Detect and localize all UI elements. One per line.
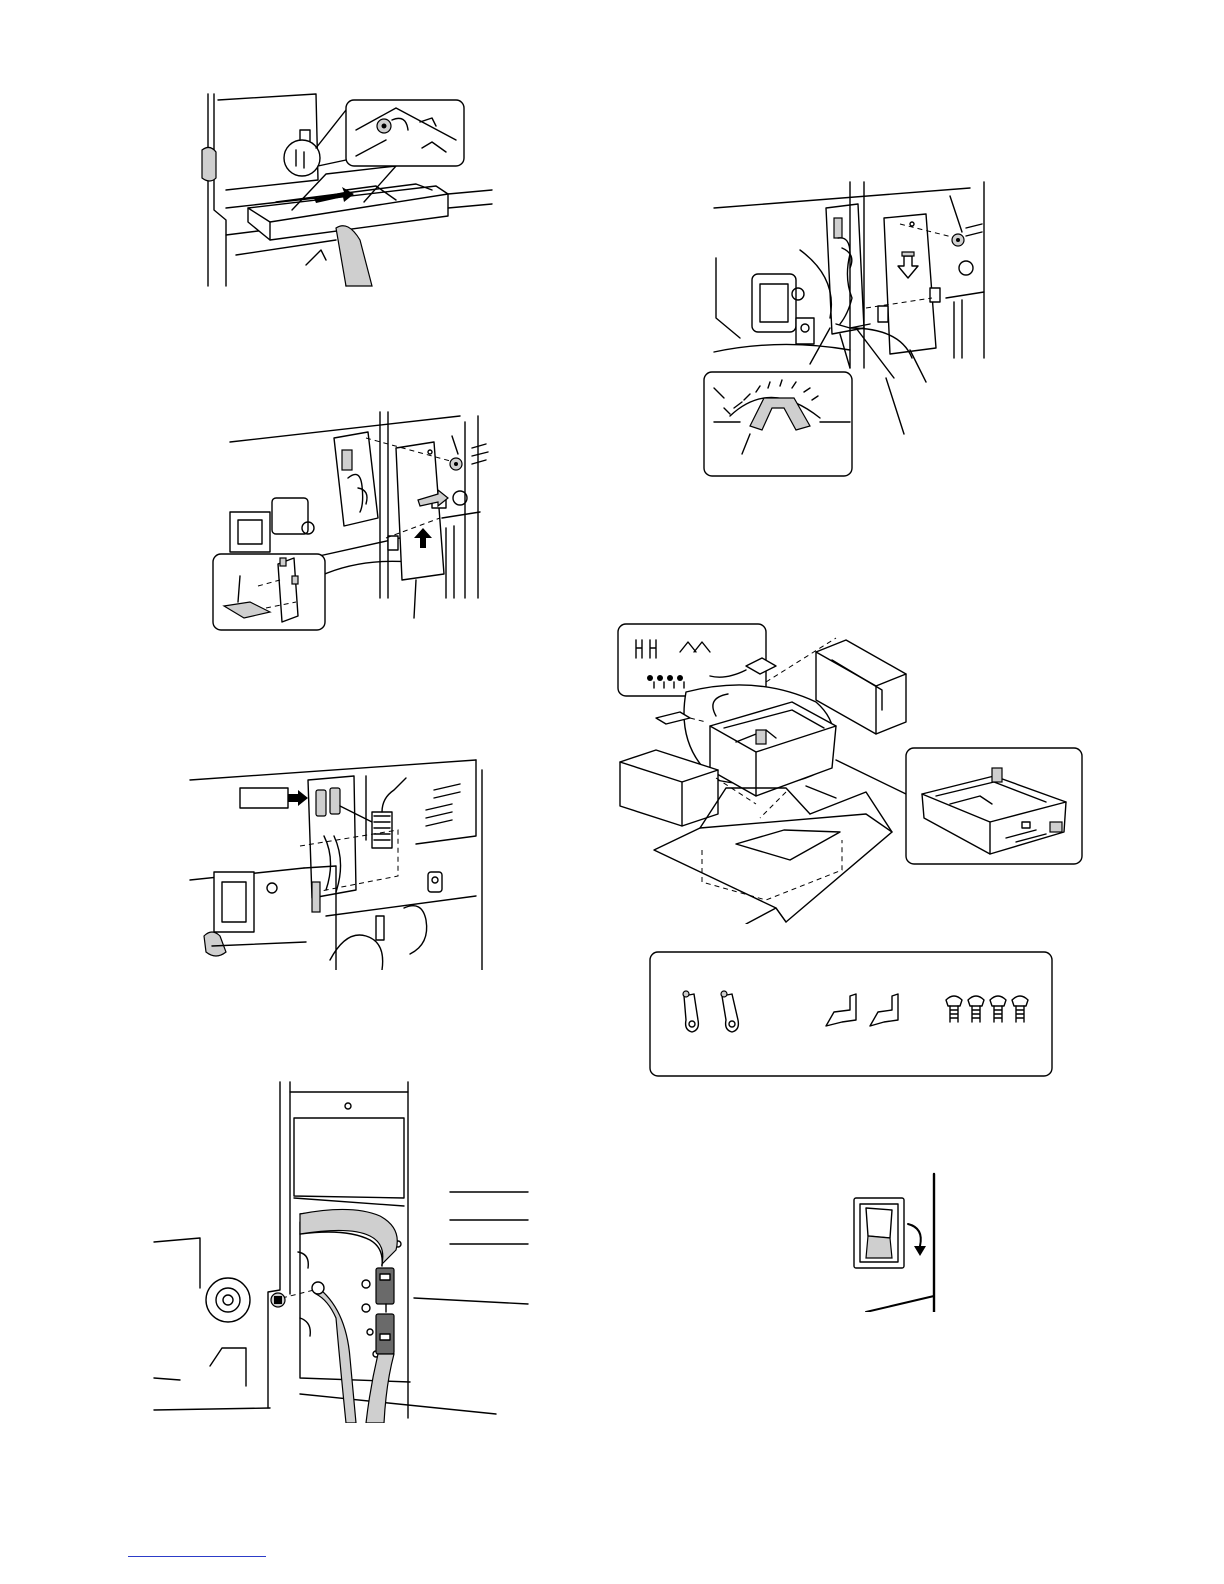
cover-removal-figure (210, 408, 495, 633)
unpacking-figure (606, 618, 1086, 924)
tray-insert-illustration (196, 90, 496, 290)
harness-routing-illustration (150, 1078, 530, 1423)
connector-plug-figure (186, 740, 496, 970)
power-switch-figure (846, 1170, 946, 1312)
unpacking-illustration (606, 618, 1086, 924)
cover-install-figure (700, 178, 1000, 483)
footer-link-rule (128, 1556, 266, 1557)
accessory-parts-illustration (648, 950, 1054, 1080)
harness-routing-figure (150, 1078, 530, 1423)
tray-insert-figure (196, 90, 496, 290)
cover-install-illustration (700, 178, 1000, 483)
accessory-parts-figure (648, 950, 1054, 1080)
connector-plug-illustration (186, 740, 496, 970)
power-switch-illustration (846, 1170, 946, 1312)
cover-removal-illustration (210, 408, 495, 633)
